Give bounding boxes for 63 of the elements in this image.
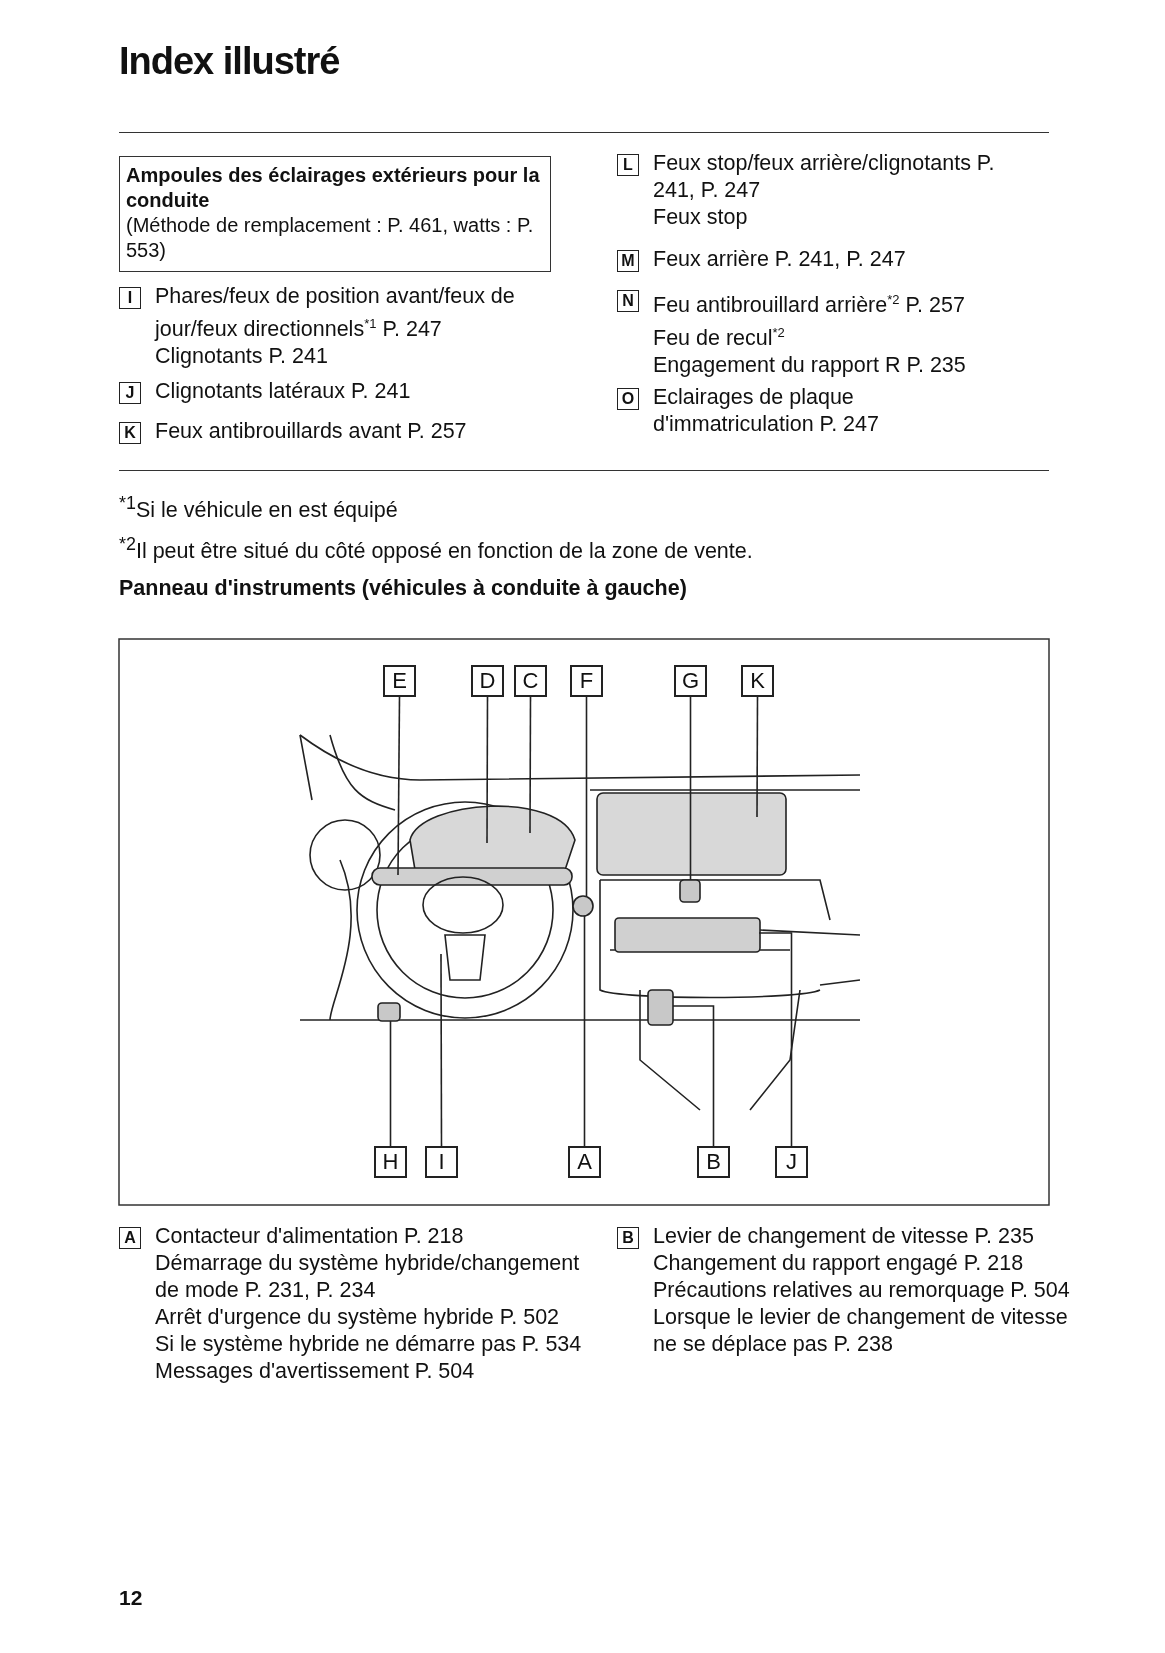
callout-letter: M — [617, 250, 639, 272]
reference-text: Arrêt d'urgence du système hybride P. 502 — [155, 1304, 561, 1331]
reference-text: Précautions relatives au remorquage P. 504 — [653, 1277, 1071, 1304]
callout-letter: K — [119, 422, 141, 444]
callout-letter: C — [514, 665, 547, 697]
reference-text: Levier de changement de vitesse P. 235 — [653, 1223, 1035, 1250]
callout-letter: J — [119, 382, 141, 404]
reference-text: Engagement du rapport R P. 235 — [653, 352, 967, 380]
leader-line — [440, 953, 443, 1147]
callout-letter: A — [119, 1227, 141, 1249]
callout-letter: D — [471, 665, 504, 697]
callout-letter: J — [775, 1146, 808, 1178]
reference-text: Feux arrière P. 241, P. 247 — [653, 246, 907, 273]
reference-text: Feux stop — [653, 204, 749, 231]
reference-text: Phares/feux de position avant/feux de jour/feux directionnels$^{*1}$ P. 247 — [155, 283, 516, 344]
reference-text: Messages d'avertissement P. 504 — [155, 1358, 476, 1385]
reference-text: Démarrage du système hybride/changement de mode P. 231, P. 234 — [155, 1250, 581, 1304]
callout-letter: N — [617, 290, 639, 312]
leader-line — [758, 932, 793, 1147]
footnote: $^{*1}$Si le véhicule en est équipé — [119, 493, 398, 524]
page-title: Index illustré — [119, 40, 340, 83]
callout-letter: B — [617, 1227, 639, 1249]
leader-line — [672, 1005, 715, 1147]
reference-text: Clignotants latéraux P. 241 — [155, 378, 412, 405]
callout-letter: F — [570, 665, 603, 697]
page-number: 12 — [119, 1586, 143, 1610]
callout-letter: B — [697, 1146, 730, 1178]
reference-text: Si le système hybride ne démarre pas P. 534 — [155, 1331, 583, 1358]
callout-letter: K — [741, 665, 774, 697]
info-box — [119, 156, 551, 272]
reference-text: Feu antibrouillard arrière$^{*2}$ P. 257 — [653, 291, 966, 320]
reference-text: Lorsque le levier de changement de vitesse ne se déplace pas P. 238 — [653, 1304, 1069, 1358]
info-text: (Méthode de remplacement : P. 461, watts : P. 553) — [126, 213, 535, 263]
switch-drawing — [377, 1002, 401, 1022]
leader-line — [486, 696, 489, 844]
reference-text: Feux stop/feux arrière/clignotants P. 241, P. 247 — [653, 150, 996, 204]
lever-drawing — [647, 989, 674, 1026]
reference-text: Changement du rapport engagé P. 218 — [653, 1250, 1025, 1277]
control-drawing — [679, 879, 701, 903]
callout-letter: L — [617, 154, 639, 176]
leader-line — [689, 696, 692, 881]
section-heading: Panneau d'instruments (véhicules à conduite à gauche) — [119, 576, 687, 601]
info-heading: Ampoules des éclairages extérieurs pour la conduite — [126, 163, 541, 213]
callout-letter: H — [374, 1146, 407, 1178]
reference-text: Feu de recul$^{*2}$ — [653, 324, 786, 353]
callout-letter: G — [674, 665, 707, 697]
leader-line — [529, 696, 532, 834]
leader-line — [585, 696, 588, 897]
footnote: $^{*2}$Il peut être situé du côté opposé en fonction de la zone de vente. — [119, 534, 753, 565]
callout-letter: I — [119, 287, 141, 309]
button-drawing — [572, 895, 594, 917]
callout-letter: I — [425, 1146, 458, 1178]
callout-letter: O — [617, 388, 639, 410]
reference-text: Eclairages de plaque d'immatriculation P. 247 — [653, 384, 880, 438]
leader-line — [397, 696, 401, 876]
leader-line — [583, 915, 586, 1147]
reference-text: Contacteur d'alimentation P. 218 — [155, 1223, 465, 1250]
callout-letter: E — [383, 665, 416, 697]
leader-line — [756, 696, 759, 818]
reference-text: Feux antibrouillards avant P. 257 — [155, 418, 468, 445]
reference-text: Clignotants P. 241 — [155, 343, 329, 371]
callout-letter: A — [568, 1146, 601, 1178]
leader-line — [389, 1020, 392, 1147]
